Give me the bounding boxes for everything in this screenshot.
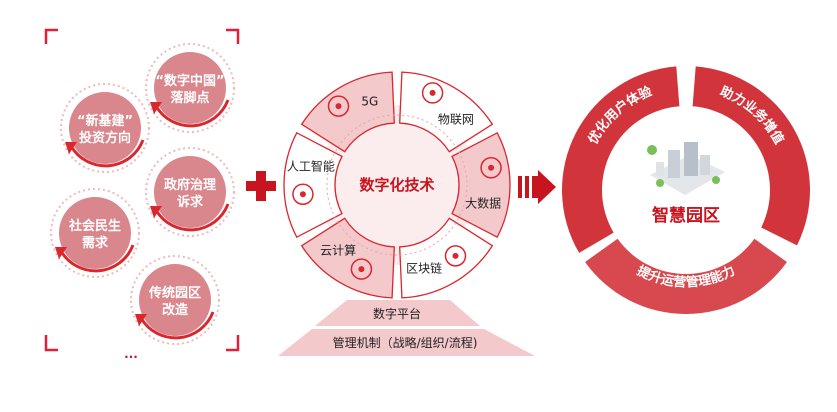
tech-segment-大数据: 大数据 — [451, 131, 511, 239]
result-segment — [692, 66, 810, 246]
tech-segment-label: 人工智能 — [287, 159, 335, 174]
smart-park-buildings-icon — [647, 142, 725, 195]
need-label-line1: “数字中国” — [155, 73, 224, 89]
need-label-line2: 诉求 — [177, 194, 204, 210]
need-label-line2: 落脚点 — [170, 90, 209, 106]
cycle-arrow-icon — [59, 244, 135, 273]
cycle-arrow-icon — [69, 139, 145, 168]
blockchain-icon — [444, 245, 467, 267]
need-label-line2: 需求 — [82, 235, 109, 251]
tech-segment-label: 云计算 — [320, 242, 356, 257]
result-center-label: 智慧园区 — [652, 205, 720, 226]
need-label-line1: 社会民生 — [68, 218, 121, 234]
tech-segment-人工智能: 人工智能 — [283, 131, 343, 239]
mechanism-layer — [278, 329, 535, 356]
tech-segment-label: 物联网 — [438, 113, 474, 127]
plus-icon — [246, 171, 276, 201]
network-nodes-icon — [421, 82, 444, 104]
data-atom-icon — [480, 157, 502, 179]
cycle-arrow-icon — [154, 99, 230, 128]
result-segment — [562, 66, 680, 253]
cycle-arrow-icon — [139, 311, 215, 340]
bracket-frame — [44, 28, 240, 352]
tech-segment-物联网: 物联网 — [399, 71, 494, 153]
brain-icon — [292, 183, 314, 205]
tech-segment-label: 大数据 — [465, 195, 501, 210]
need-label-line1: 政府治理 — [164, 177, 216, 193]
arrow-right-icon — [518, 170, 556, 204]
need-label-line2: 投资方向 — [79, 130, 131, 146]
tech-center-label: 数字化技术 — [359, 176, 434, 194]
result-segment — [585, 238, 787, 314]
more-ellipsis: ... — [124, 347, 138, 361]
tech-segment-5G: 5G — [300, 71, 395, 153]
cloud-icon — [350, 258, 373, 280]
mechanism-label: 管理机制（战略/组织/流程) — [333, 335, 478, 350]
tech-segment-云计算: 云计算 — [300, 217, 395, 299]
need-label-line1: “新基建” — [77, 113, 133, 129]
need-label-line2: 改造 — [162, 302, 189, 318]
platform-layer — [315, 300, 480, 326]
cycle-arrow-icon — [154, 203, 230, 232]
need-circle: “数字中国”落脚点 — [145, 43, 235, 133]
5g-phone-globe-icon — [327, 95, 350, 117]
platform-label: 数字平台 — [373, 306, 421, 321]
need-label-line1: 传统园区 — [148, 285, 201, 301]
tech-segment-区块链: 区块链 — [399, 217, 494, 299]
need-circle: “新基建”投资方向 — [60, 83, 150, 173]
tech-segment-label: 5G — [361, 94, 378, 108]
tech-segment-label: 区块链 — [406, 261, 442, 276]
